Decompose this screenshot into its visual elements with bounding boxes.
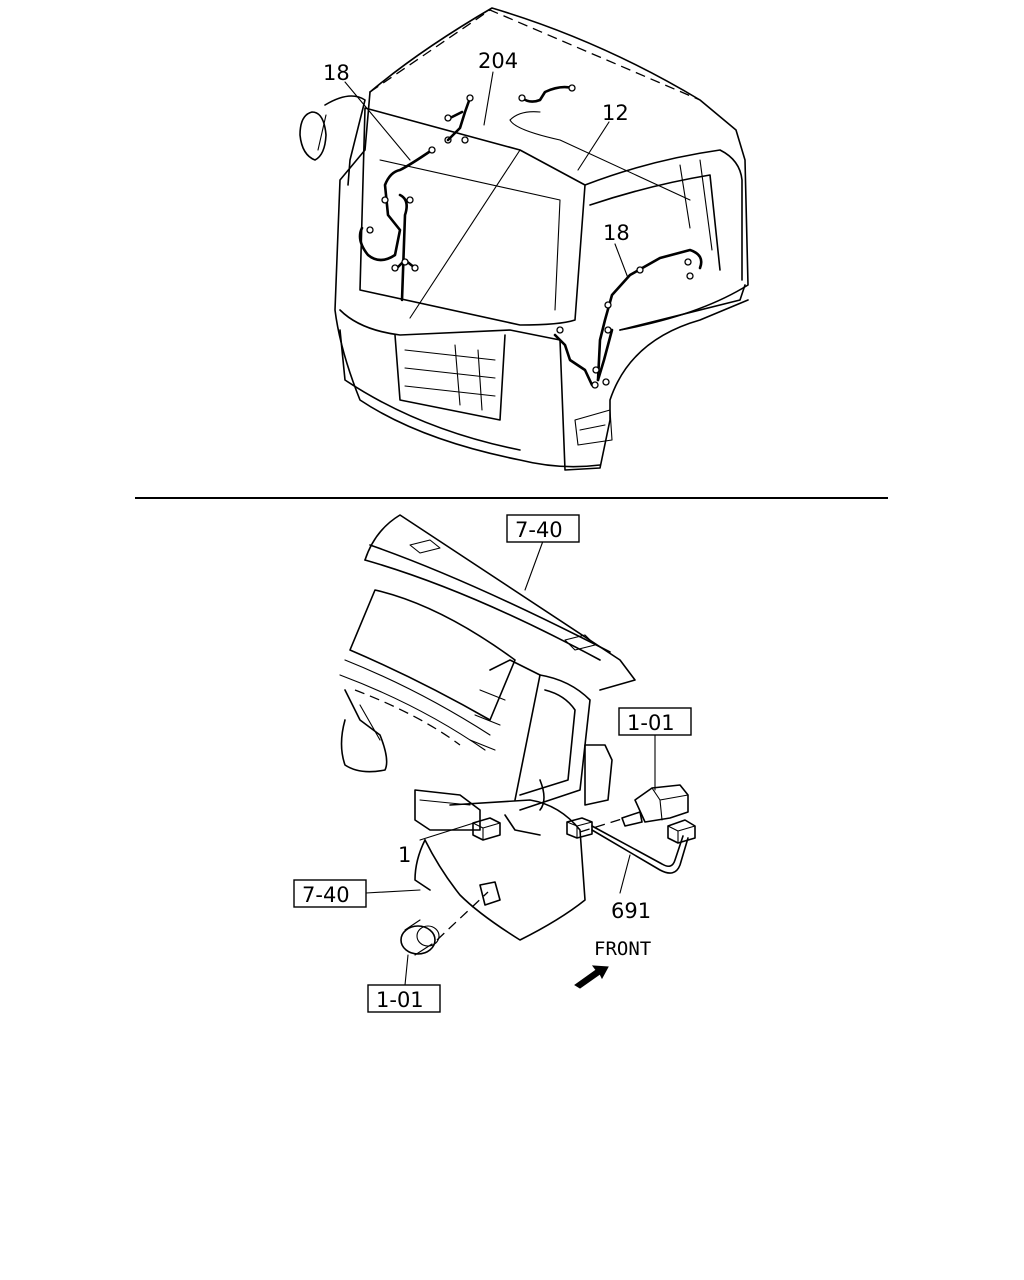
callout-18-left: 18 [323, 61, 350, 85]
svg-text:7-40: 7-40 [515, 518, 563, 542]
callout-12: 12 [602, 101, 629, 125]
svg-text:1-01: 1-01 [627, 711, 675, 735]
parts-bottom [400, 784, 696, 956]
callout-691: 691 [611, 899, 651, 923]
front-arrow [574, 965, 609, 989]
truck-cab-illustration [299, 7, 749, 471]
callout-box-7-40-top: 7-40 [506, 514, 580, 543]
callout-box-7-40-left: 7-40 [293, 879, 367, 908]
callout-204: 204 [478, 49, 518, 73]
front-label: FRONT [594, 938, 651, 960]
svg-text:1-01: 1-01 [376, 988, 424, 1012]
callout-18-right: 18 [603, 221, 630, 245]
dashboard-illustration [339, 514, 636, 941]
harness-wires-top [358, 84, 703, 389]
callout-1: 1 [398, 843, 411, 867]
svg-text:7-40: 7-40 [302, 883, 350, 907]
bottom-leaders [365, 540, 656, 986]
callout-box-1-01-right: 1-01 [618, 707, 692, 736]
callout-box-1-01-bottom: 1-01 [367, 984, 441, 1013]
top-leaders [344, 71, 629, 279]
